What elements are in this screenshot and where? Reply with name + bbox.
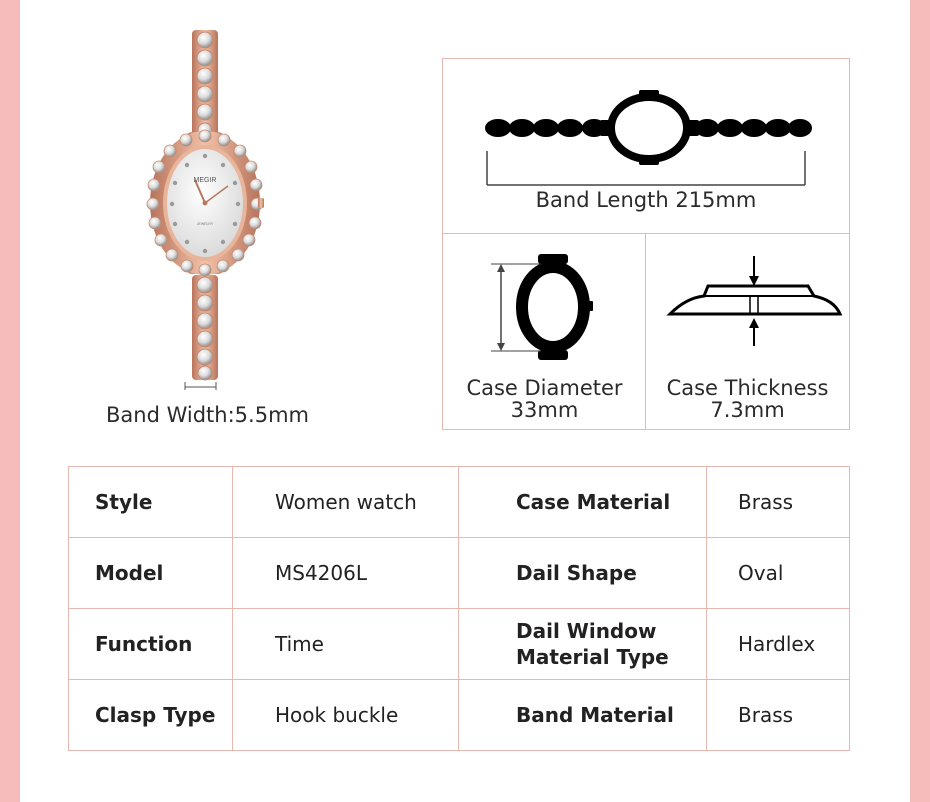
spec-key: Case Material [458, 466, 707, 538]
case-diameter-label: Case Diameter [466, 376, 623, 400]
spec-value: MS4206L [232, 537, 459, 609]
spec-key: Dail Shape [458, 537, 707, 609]
spec-key: Function [68, 608, 233, 680]
spec-value: Hook buckle [232, 679, 459, 751]
table-row: Model MS4206L Dail Shape Oval [68, 537, 850, 609]
band-width-label: Band Width:5.5mm [106, 403, 309, 427]
watch-brand: MEGIR [194, 177, 217, 184]
case-thickness-value: 7.3mm [710, 398, 785, 422]
table-row: Clasp Type Hook buckle Band Material Bra… [68, 679, 850, 751]
band-length-diagram [485, 90, 812, 186]
watch-image: MEGIR JEWELRY [146, 30, 264, 390]
spec-table: Style Women watch Case Material Brass Mo… [68, 466, 850, 751]
spec-key: Style [68, 466, 233, 538]
spec-value: Hardlex [706, 608, 850, 680]
band-length-box: Band Length 215mm [442, 58, 850, 235]
spec-value: Women watch [232, 466, 459, 538]
spec-value: Oval [706, 537, 850, 609]
case-diameter-diagram [491, 254, 593, 360]
spec-value: Time [232, 608, 459, 680]
spec-key: Model [68, 537, 233, 609]
spec-value: Brass [706, 679, 850, 751]
table-row: Style Women watch Case Material Brass [68, 466, 850, 538]
case-thickness-diagram [666, 256, 843, 346]
case-thickness-box: Case Thickness 7.3mm [645, 233, 850, 430]
watch-sub: JEWELRY [197, 222, 214, 226]
table-row: Function Time Dail Window Material Type … [68, 608, 850, 680]
spec-key: Dail Window Material Type [458, 608, 707, 680]
case-thickness-label: Case Thickness [666, 376, 829, 400]
spec-value: Brass [706, 466, 850, 538]
spec-key: Clasp Type [68, 679, 233, 751]
case-diameter-value: 33mm [510, 398, 579, 422]
spec-key: Band Material [458, 679, 707, 751]
band-length-label: Band Length 215mm [535, 188, 757, 212]
case-diameter-box: Case Diameter 33mm [442, 233, 647, 430]
